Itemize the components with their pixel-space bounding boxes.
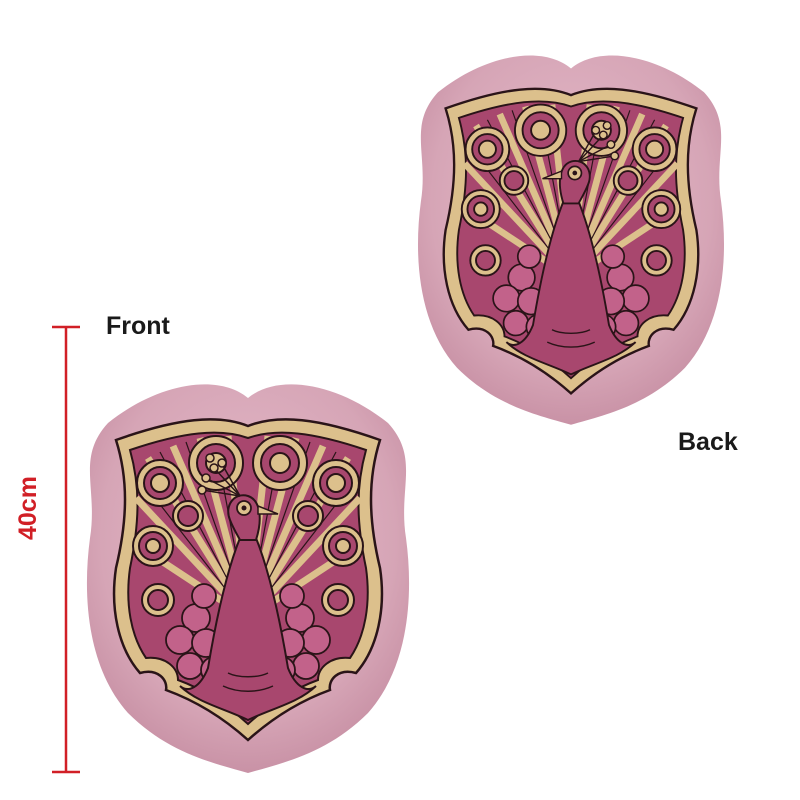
back-pillow	[418, 56, 724, 425]
front-pillow	[87, 384, 409, 773]
dimension-marker	[52, 325, 80, 774]
dimension-label: 40cm	[14, 476, 42, 540]
front-label: Front	[106, 312, 170, 340]
back-label: Back	[678, 428, 738, 456]
